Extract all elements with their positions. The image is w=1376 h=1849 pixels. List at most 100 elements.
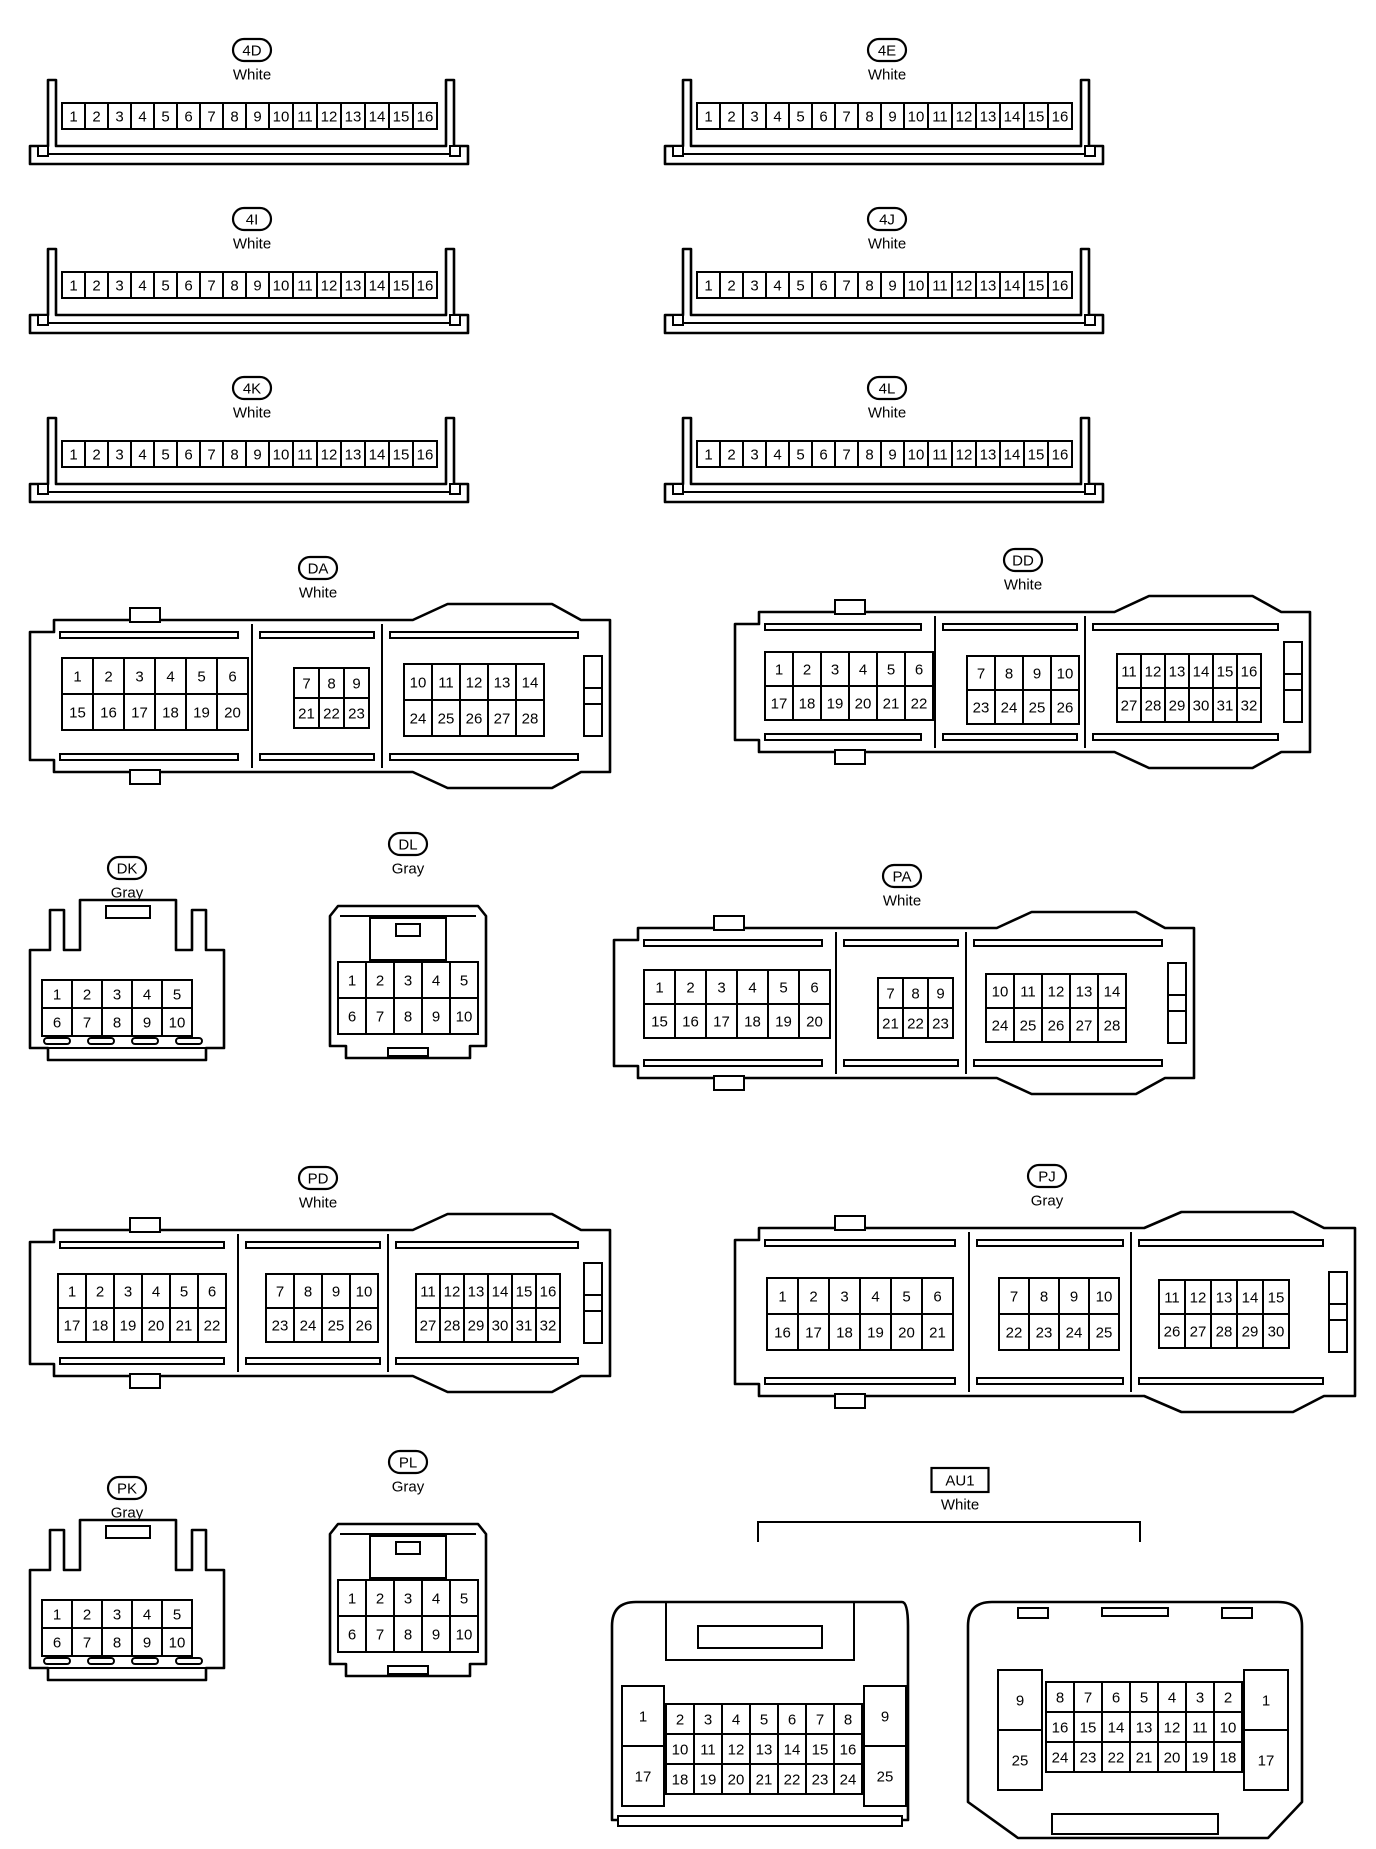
pin-label: 6 [1112,1690,1120,1707]
pin-label: 19 [867,1325,884,1342]
pin-label: 15 [393,109,410,126]
pin-label: 5 [161,109,169,126]
pin-label: 7 [842,447,850,464]
pin-cell [966,655,996,691]
pin-label: 10 [908,447,925,464]
au1-left-lock-tab [697,1625,823,1649]
pin-cell [131,1007,163,1037]
strip-latch [449,483,461,495]
pin-cell [890,1313,923,1351]
pin-label: 21 [929,1325,946,1342]
pin-label: 23 [272,1318,289,1335]
pin-label: 16 [682,1014,699,1031]
pin-cell [364,102,390,130]
pin-label: 9 [888,109,896,126]
pin-cell [92,693,125,731]
pin-label: 5 [796,278,804,295]
connector-id-pill [866,206,908,232]
pin-label: 23 [812,1772,829,1789]
pin-label: 16 [1052,1720,1069,1737]
pin-label: 6 [810,980,818,997]
strip-body [28,416,470,504]
pin-cell [951,440,977,468]
pin-label: 1 [73,669,81,686]
pin-label: 3 [115,278,123,295]
housing-rail [764,1377,956,1385]
pin-label: 32 [540,1318,557,1335]
pin-cell [412,271,438,299]
pin-cell [1045,1741,1075,1773]
pin-cell [833,1763,863,1795]
pin-cell [1185,1741,1215,1773]
pin-label: 22 [204,1318,221,1335]
pin-label: 8 [113,1015,121,1032]
pin-cell [365,1579,395,1617]
pin-cell [1213,1681,1243,1713]
pin-label: 12 [1190,1290,1207,1307]
pin-cell [268,102,294,130]
pin-label: 8 [230,109,238,126]
pin-label: 9 [253,278,261,295]
pin-label: 7 [842,278,850,295]
pin-label: 8 [865,447,873,464]
pin-cell [1047,440,1073,468]
pin-label: 12 [466,675,483,692]
pin-label: 19 [700,1772,717,1789]
pin-label: 8 [404,1009,412,1026]
pin-label: 24 [840,1772,857,1789]
pin-label: 20 [806,1014,823,1031]
strip-body [28,247,470,335]
strip-latch [449,145,461,157]
pin-label: 13 [756,1742,773,1759]
pin-label: 11 [420,1284,436,1301]
pin-cell [216,693,249,731]
pin-cell [535,1273,561,1309]
pin-label: 18 [1220,1750,1237,1767]
housing-tab-bottom [834,1393,866,1409]
connector-color: White [233,405,271,422]
pin-label: 11 [1164,1290,1180,1307]
strip-latch [1084,145,1096,157]
connector-color: Gray [111,1505,144,1522]
pin-cell [966,689,996,725]
pin-label: 4 [143,987,151,1004]
pin-label: 17 [635,1769,652,1786]
pin-cell [449,1615,479,1653]
pin-label: 3 [831,662,839,679]
connector-id: DK [117,861,138,878]
pin-cell [415,1273,441,1309]
pin-label: 21 [756,1772,773,1789]
housing-rail [643,939,823,947]
pin-label: 16 [417,278,434,295]
pin-label: 13 [980,447,997,464]
pin-label: 22 [1108,1750,1125,1767]
connector-id: DL [398,837,417,854]
connector-id-pill [231,375,273,401]
pin-label: 20 [855,696,872,713]
pin-label: 15 [1217,664,1234,681]
pin-label: 28 [444,1318,461,1335]
pin-cell [1129,1711,1159,1743]
pin-label: 27 [1190,1324,1207,1341]
au1-left-lock [665,1602,855,1661]
pin-label: 20 [224,705,241,722]
connector-id: DD [1012,553,1034,570]
pin-label: 14 [369,278,386,295]
pin-label: 21 [176,1318,193,1335]
pin-cell [767,969,800,1005]
pin-label: 8 [404,1627,412,1644]
pin-label: 6 [208,1284,216,1301]
pin-label: 2 [92,447,100,464]
pin-label: 27 [1121,698,1138,715]
housing-rail [976,1377,1124,1385]
pin-cell [161,1627,193,1657]
pin-cell [890,1277,923,1315]
pin-label: 15 [393,278,410,295]
pin-label: 6 [184,109,192,126]
pin-cell [412,440,438,468]
pin-label: 1 [348,1591,356,1608]
pin-label: 13 [1136,1720,1153,1737]
pin-cell [337,1579,367,1617]
pin-cell [863,1745,907,1807]
pin-label: 12 [1048,984,1065,1001]
